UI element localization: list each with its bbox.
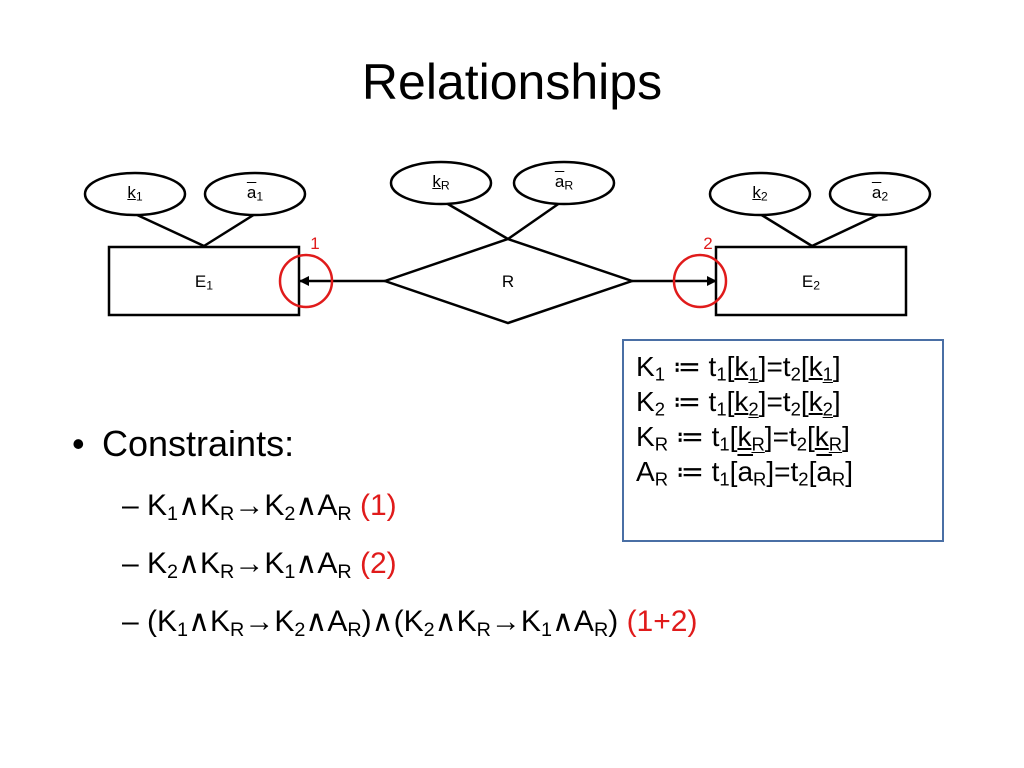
formula-token: K xyxy=(274,605,295,638)
formula-token: K xyxy=(264,547,285,580)
connector-a2 xyxy=(811,212,881,248)
formula-token: ∧ xyxy=(188,605,211,638)
formula-subscript: 2 xyxy=(284,502,296,525)
attr-label-a1: a1 xyxy=(246,183,264,204)
marker-circle-2 xyxy=(672,253,728,309)
formula-subscript: R xyxy=(337,560,352,583)
connector-k2 xyxy=(759,212,813,248)
dash-marker: – xyxy=(122,489,148,522)
connector-a1 xyxy=(203,212,256,248)
formula-token: )∧( xyxy=(361,605,404,638)
marker-label-1: 1 xyxy=(310,234,320,253)
attr-oval-k1 xyxy=(83,171,187,217)
formula-subscript: 2 xyxy=(294,618,306,641)
constraints-heading: •Constraints: xyxy=(72,423,295,464)
formula-token: K xyxy=(147,547,168,580)
attr-oval-a1 xyxy=(203,171,307,217)
formula-subscript: 1 xyxy=(167,502,179,525)
definition-line: K1 ≔ t1[k1]=t2[k1] xyxy=(636,351,841,385)
attr-oval-a2 xyxy=(828,171,932,217)
formula-token: K xyxy=(264,489,285,522)
entity-box-e1 xyxy=(107,245,301,317)
definition-line: KR ≔ t1[kR]=t2[kR] xyxy=(636,421,850,455)
formula-token: A xyxy=(317,489,338,522)
constraint-ref: (1) xyxy=(351,489,397,522)
formula-token: ∧ xyxy=(295,547,318,580)
formula-subscript: R xyxy=(230,618,245,641)
formula-token: ∧ xyxy=(178,547,201,580)
constraint-ref: (2) xyxy=(351,547,397,580)
formula-token: → xyxy=(234,547,265,580)
formula-subscript: 1 xyxy=(540,618,552,641)
entity-label-e1: E1 xyxy=(194,272,214,293)
formula-subscript: R xyxy=(220,502,235,525)
formula-token: → xyxy=(234,489,265,522)
definitions-box: K1 ≔ t1[k1]=t2[k1] K2 ≔ t1[k2]=t2[k2] KR… xyxy=(622,339,944,542)
marker-circle-1 xyxy=(278,253,334,309)
connector-kR xyxy=(440,198,509,241)
formula-subscript: 1 xyxy=(284,560,296,583)
formula-subscript: R xyxy=(337,502,352,525)
attr-label-aR: aR xyxy=(554,172,574,193)
formula-token: K xyxy=(200,547,221,580)
entity-box-e2 xyxy=(714,245,908,317)
formula-token: ∧ xyxy=(178,489,201,522)
formula-token: A xyxy=(327,605,348,638)
formula-subscript: R xyxy=(347,618,362,641)
constraint-line-2: – K2∧KR→K1∧AR (2) xyxy=(122,545,397,583)
definition-line: K2 ≔ t1[k2]=t2[k2] xyxy=(636,386,841,420)
attr-label-a2: a2 xyxy=(871,183,889,204)
constraint-line-1: – K1∧KR→K2∧AR (1) xyxy=(122,487,397,525)
relationship-label: R xyxy=(501,272,515,291)
formula-subscript: R xyxy=(593,618,609,641)
definition-line: AR ≔ t1[aR]=t2[aR] xyxy=(636,456,854,490)
dash-marker: – xyxy=(122,605,148,638)
entity-label-e2: E2 xyxy=(801,272,821,293)
formula-token: ∧ xyxy=(551,605,574,638)
formula-token: K xyxy=(157,605,178,638)
formula-token: → xyxy=(244,605,275,638)
attr-label-k1: k1 xyxy=(127,183,143,204)
formula-token: A xyxy=(573,605,594,638)
formula-token: ∧ xyxy=(295,489,318,522)
attr-oval-aR xyxy=(512,160,616,206)
formula-token: K xyxy=(147,489,168,522)
formula-subscript: 2 xyxy=(167,560,179,583)
formula-subscript: 2 xyxy=(423,618,435,641)
slide-title: Relationships xyxy=(361,54,663,110)
formula-token: → xyxy=(490,605,521,638)
formula-subscript: 1 xyxy=(177,618,189,641)
formula-token: A xyxy=(317,547,338,580)
formula-token: ) xyxy=(608,605,619,638)
formula-token: ( xyxy=(147,605,158,638)
dash-marker: – xyxy=(122,547,148,580)
connector-aR xyxy=(507,198,565,241)
relationship-diamond xyxy=(381,237,636,325)
connector-k1 xyxy=(134,212,205,248)
marker-label-2: 2 xyxy=(703,234,713,253)
bullet-icon: • xyxy=(72,423,85,464)
formula-token: ∧ xyxy=(434,605,457,638)
constraint-line-3: – (K1∧KR→K2∧AR)∧(K2∧KR→K1∧AR) (1+2) xyxy=(122,603,697,641)
formula-token: K xyxy=(456,605,477,638)
attr-oval-kR xyxy=(389,160,493,206)
formula-token: K xyxy=(520,605,541,638)
formula-token: K xyxy=(210,605,231,638)
attr-oval-k2 xyxy=(708,171,812,217)
formula-subscript: R xyxy=(220,560,235,583)
formula-token: ∧ xyxy=(305,605,328,638)
formula-subscript: R xyxy=(476,618,491,641)
formula-token: K xyxy=(403,605,424,638)
attr-label-k2: k2 xyxy=(752,183,768,204)
constraint-ref: (1+2) xyxy=(618,605,698,638)
attr-label-kR: kR xyxy=(432,172,450,193)
formula-token: K xyxy=(200,489,221,522)
